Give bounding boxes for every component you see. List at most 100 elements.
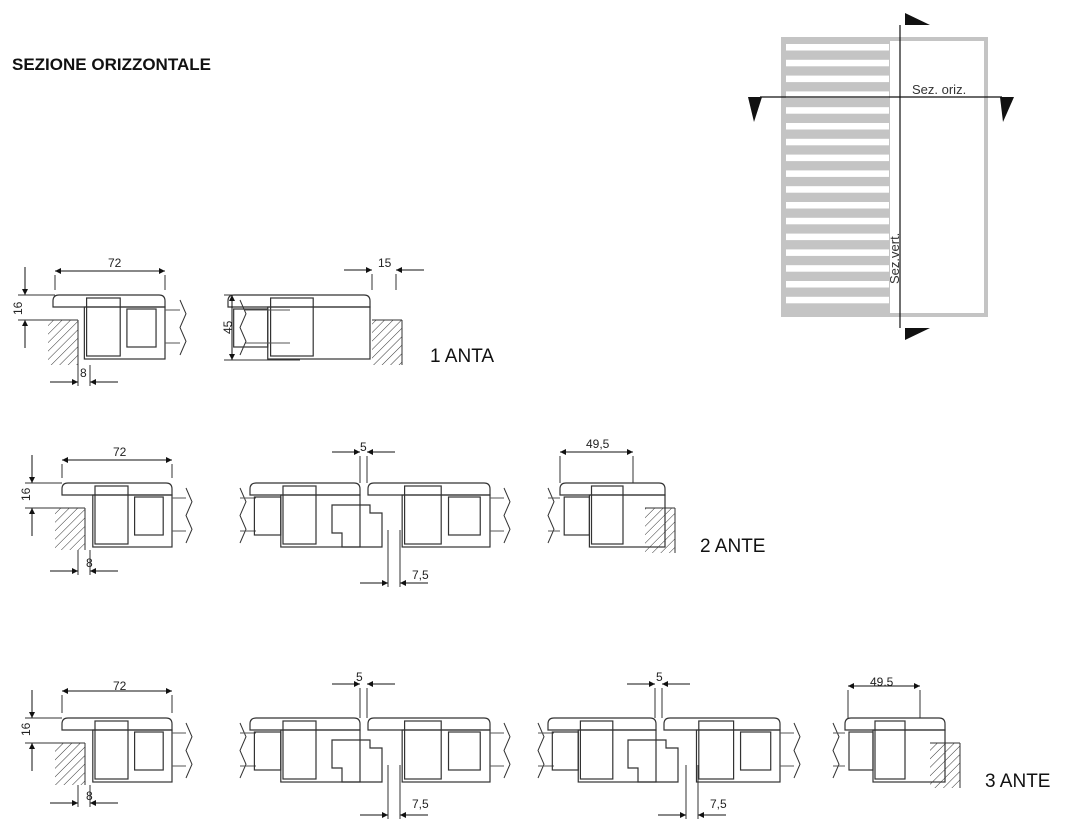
break-line [537, 722, 545, 779]
glass-slot [233, 308, 269, 348]
sash-chamber [579, 720, 614, 780]
break-line [547, 487, 555, 544]
break-line [832, 722, 840, 779]
dim-width-72: 72 [113, 679, 127, 693]
section-arrow-icon [905, 328, 930, 340]
break-line [793, 722, 801, 779]
shutter-slat [786, 249, 889, 256]
glass-slot [126, 308, 157, 348]
dim-height-16: 16 [11, 301, 25, 315]
shutter-slat [786, 44, 889, 51]
sash-body [401, 494, 491, 548]
sash-chamber [874, 720, 906, 780]
shutter-slat [786, 202, 889, 209]
section-arrow-icon [905, 13, 930, 25]
sash-body [401, 729, 491, 783]
interlock-profile [331, 739, 383, 783]
dim-height-16: 16 [19, 487, 33, 501]
shutter-slat [786, 265, 889, 272]
sash-cap [547, 717, 657, 731]
break-line [503, 722, 511, 779]
glass-slot [253, 496, 282, 536]
sash-body [695, 729, 781, 783]
shutter-slat [786, 91, 889, 98]
glass-slot [563, 496, 591, 536]
sash-chamber [590, 485, 624, 545]
break-line [503, 487, 511, 544]
dim-width-72: 72 [113, 445, 127, 459]
sash-chamber [94, 485, 129, 545]
glass-slot [739, 731, 772, 771]
glass-slot [447, 496, 481, 536]
break-line [185, 722, 193, 779]
glass-slot [447, 731, 481, 771]
dim-width-72: 72 [108, 256, 122, 270]
sash-cap [249, 717, 361, 731]
wall-hatch [55, 743, 85, 785]
glass-slot [134, 731, 164, 771]
sash-cap [663, 717, 781, 731]
sash-cap [367, 717, 491, 731]
sash-chamber [404, 485, 442, 545]
sash-cap [227, 294, 371, 308]
sash-cap [844, 717, 946, 731]
sash-body [92, 729, 173, 783]
interlock-profile [331, 504, 383, 548]
dim-gap-8: 8 [86, 789, 93, 803]
sash-chamber [270, 297, 314, 357]
break-line [239, 299, 247, 356]
horizontal-section-label: Sez. oriz. [912, 82, 966, 97]
sash-cap [61, 717, 173, 731]
sash-chamber [404, 720, 442, 780]
sash-cap [367, 482, 491, 496]
sash-chamber [85, 297, 121, 357]
wall-hatch [55, 508, 85, 550]
shutter-slat [786, 107, 889, 114]
sash-cap [559, 482, 666, 496]
wall-hatch [48, 320, 78, 365]
dim-center-5: 5 [356, 670, 363, 684]
sash-body [280, 729, 361, 783]
dim-center-5: 5 [360, 440, 367, 454]
dim-right-width: 49,5 [586, 437, 610, 451]
shutter-slat [786, 233, 889, 241]
sash-chamber [698, 720, 735, 780]
interlock-profile [627, 739, 679, 783]
glass-slot [253, 731, 282, 771]
break-line [239, 722, 247, 779]
sash-chamber [94, 720, 129, 780]
glass-slot [848, 731, 874, 771]
shutter-slat [786, 154, 889, 162]
shutter-slat [786, 123, 889, 130]
section-arrow-icon [1000, 97, 1014, 122]
section-arrow-icon [748, 97, 762, 122]
row-label-3-ante: 3 ANTE [985, 771, 1050, 792]
shutter-slat [786, 75, 889, 83]
wall-hatch [645, 508, 675, 553]
glass-slot [551, 731, 579, 771]
sash-body [280, 494, 361, 548]
vertical-section-label: Sez.vert. [887, 233, 902, 284]
wall-hatch [930, 743, 960, 788]
sash-body [83, 306, 166, 360]
sash-chamber [282, 485, 317, 545]
sash-chamber [282, 720, 317, 780]
row-label-1-anta: 1 ANTA [430, 346, 494, 367]
shutter-slat [786, 281, 889, 288]
wall-hatch [372, 320, 402, 365]
shutter-slat [786, 170, 889, 177]
dim-overlap-15: 15 [378, 256, 392, 270]
sash-body [92, 494, 173, 548]
sash-body [577, 729, 657, 783]
sash-cap [249, 482, 361, 496]
dim-height-16: 16 [19, 722, 33, 736]
break-line [239, 487, 247, 544]
dim-right-width: 49.5 [870, 675, 894, 689]
dim-center-5: 5 [656, 670, 663, 684]
dim-offset-7-5: 7,5 [412, 797, 429, 811]
glass-slot [134, 496, 164, 536]
sash-cap [61, 482, 173, 496]
page-title: SEZIONE ORIZZONTALE [12, 55, 211, 74]
row-label-2-ante: 2 ANTE [700, 536, 765, 557]
